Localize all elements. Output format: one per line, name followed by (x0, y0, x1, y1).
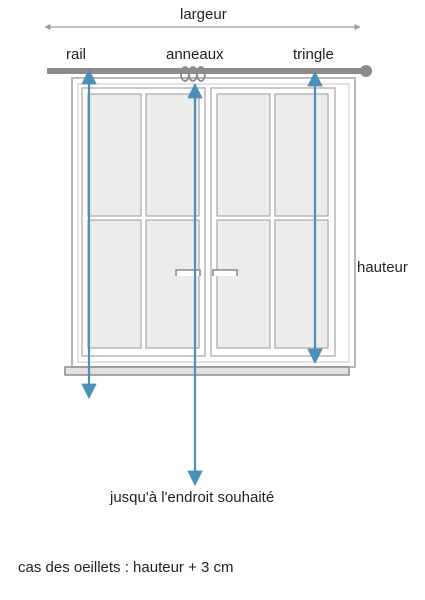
glass-pane (145, 93, 200, 217)
desired-point-label: jusqu'à l'endroit souhaité (110, 489, 275, 506)
glass-pane (145, 219, 200, 349)
glass-pane (87, 219, 142, 349)
window (64, 77, 356, 376)
curtain-rod (47, 65, 372, 77)
rail-label: rail (66, 46, 87, 63)
width-label: largeur (180, 6, 227, 23)
rod-end-finial (360, 65, 372, 77)
height-label: hauteur (357, 259, 408, 276)
window-sill (64, 366, 350, 376)
glass-pane (274, 219, 329, 349)
glass-pane (216, 219, 271, 349)
rings (180, 66, 206, 82)
rings-label: anneaux (166, 46, 224, 63)
right-handle (212, 269, 238, 276)
glass-pane (274, 93, 329, 217)
rod-label: tringle (293, 46, 334, 63)
glass-pane (87, 93, 142, 217)
left-handle (175, 269, 201, 276)
eyelet-note: cas des oeillets : hauteur + 3 cm (18, 559, 234, 576)
glass-pane (216, 93, 271, 217)
